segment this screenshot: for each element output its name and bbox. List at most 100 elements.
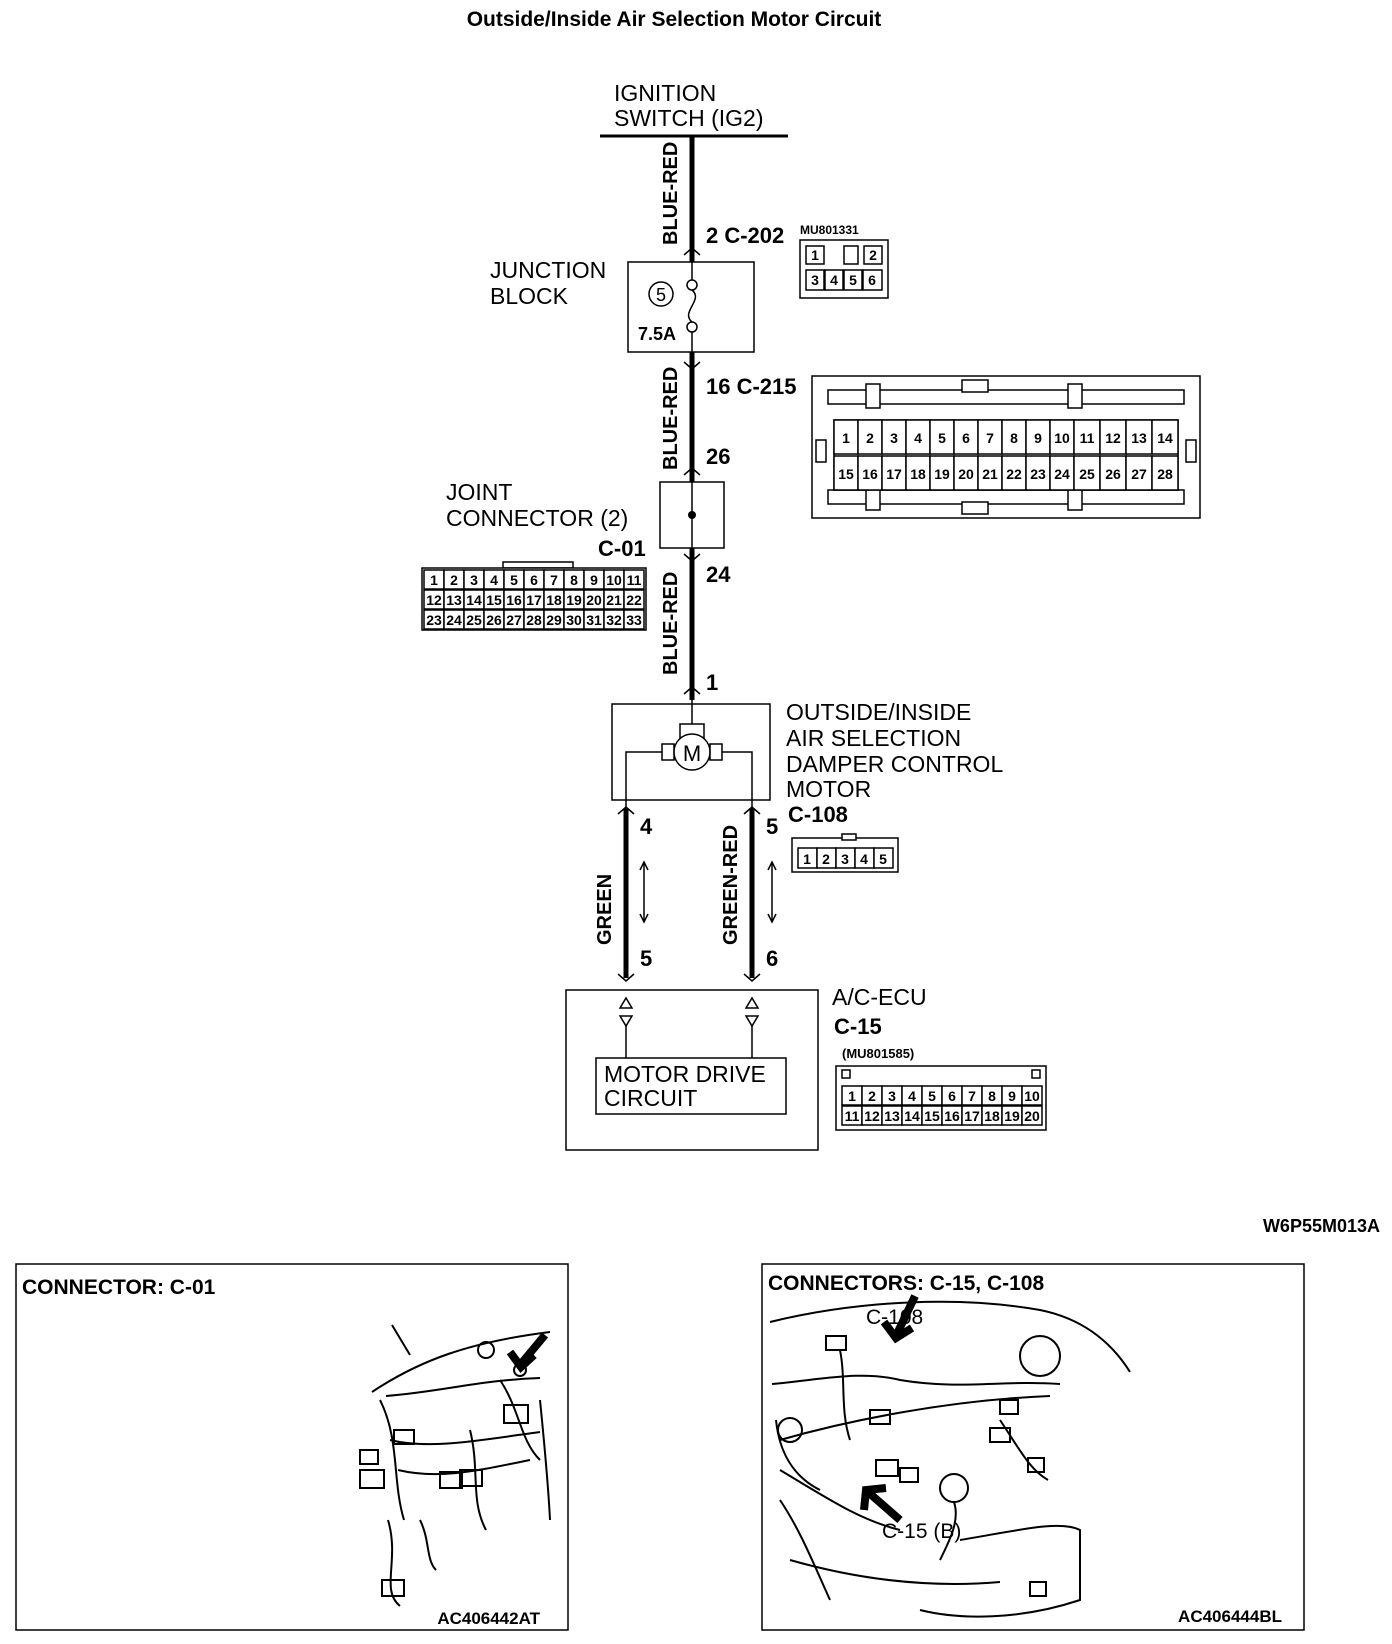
right-panel bbox=[761, 1263, 1305, 1631]
signal-arrow-left bbox=[618, 996, 634, 1058]
c202-part-number: MU801331 bbox=[800, 223, 859, 237]
c202-pin: 2 bbox=[869, 247, 877, 263]
c215-pin: 15 bbox=[838, 466, 854, 482]
c215-pin: 5 bbox=[938, 430, 946, 446]
wire-color-green-red: GREEN-RED bbox=[720, 825, 742, 945]
motor-pin-in: 1 bbox=[706, 670, 718, 695]
c215-pin: 7 bbox=[986, 430, 994, 446]
motor-pin-right: 5 bbox=[766, 814, 778, 839]
c01-pin: 4 bbox=[490, 572, 498, 588]
pointer-arrow-c108 bbox=[880, 1294, 919, 1344]
c15-pin: 13 bbox=[884, 1108, 900, 1124]
c215-pin: 22 bbox=[1006, 466, 1022, 482]
c215-pin: 28 bbox=[1157, 466, 1173, 482]
dashboard-wiring-illustration-left bbox=[359, 1324, 551, 1607]
c01-pin: 31 bbox=[586, 612, 602, 628]
c15-pin: 1 bbox=[848, 1088, 856, 1104]
c01-pin: 28 bbox=[526, 612, 542, 628]
c202-pin: 6 bbox=[868, 272, 876, 288]
wire-color-middle: BLUE-RED bbox=[660, 367, 682, 470]
c15-pin: 17 bbox=[964, 1108, 980, 1124]
c215-pin: 21 bbox=[982, 466, 998, 482]
c215-top-row bbox=[833, 419, 1179, 455]
c01-pin: 5 bbox=[510, 572, 518, 588]
c108-pin: 5 bbox=[879, 851, 887, 867]
c108-pin: 2 bbox=[822, 851, 830, 867]
c01-pin: 16 bbox=[506, 592, 522, 608]
c01-pin: 9 bbox=[590, 572, 598, 588]
c202-pin: 3 bbox=[811, 272, 819, 288]
c215-pin: 24 bbox=[1054, 466, 1070, 482]
c15-pin: 5 bbox=[928, 1088, 936, 1104]
wire-color-lower: BLUE-RED bbox=[660, 572, 682, 675]
c215-pin: 12 bbox=[1105, 430, 1121, 446]
c215-pin: 2 bbox=[866, 430, 874, 446]
c15-pin: 7 bbox=[968, 1088, 976, 1104]
joint-connector-label-1: JOINT bbox=[446, 479, 512, 505]
pointer-arrow-c01 bbox=[506, 1332, 549, 1373]
fuse-number: 5 bbox=[656, 285, 666, 305]
c108-label: C-108 bbox=[788, 802, 848, 827]
motor-pin-left: 4 bbox=[640, 814, 653, 839]
motor-drive-label-1: MOTOR DRIVE bbox=[604, 1061, 766, 1087]
c215-pin: 27 bbox=[1131, 466, 1147, 482]
callout-c108: C-108 bbox=[866, 1306, 923, 1329]
c202-pin: 5 bbox=[849, 272, 857, 288]
c215-label: 16 C-215 bbox=[706, 374, 797, 399]
c15-pin: 9 bbox=[1008, 1088, 1016, 1104]
right-panel-code: AC406444BL bbox=[1178, 1607, 1282, 1626]
c215-pin: 19 bbox=[934, 466, 950, 482]
c15-label: C-15 bbox=[834, 1014, 882, 1039]
c215-pin: 8 bbox=[1010, 430, 1018, 446]
c215-pin: 20 bbox=[958, 466, 974, 482]
pointer-arrow-c15 bbox=[860, 1484, 903, 1524]
wire-color-upper: BLUE-RED bbox=[660, 142, 682, 245]
c15-pin: 6 bbox=[948, 1088, 956, 1104]
c01-pin: 30 bbox=[566, 612, 582, 628]
ignition-label-1: IGNITION bbox=[614, 80, 716, 106]
c15-part-number: (MU801585) bbox=[842, 1046, 914, 1061]
c15-pin: 4 bbox=[908, 1088, 916, 1104]
left-panel-title: CONNECTOR: C-01 bbox=[22, 1276, 216, 1299]
signal-arrow-right bbox=[744, 996, 760, 1058]
fuse-icon bbox=[686, 262, 698, 352]
motor-drive-circuit-box bbox=[595, 1057, 787, 1115]
connector-mark-c202 bbox=[683, 247, 701, 256]
c01-pin-cell bbox=[623, 589, 645, 610]
c215-pin: 23 bbox=[1030, 466, 1046, 482]
c215-bottom-row bbox=[833, 455, 1179, 491]
connector-mark-motor-in bbox=[683, 686, 701, 695]
joint-connector-label-2: CONNECTOR (2) bbox=[446, 505, 628, 531]
c15-pin: 8 bbox=[988, 1088, 996, 1104]
c215-pin: 1 bbox=[842, 430, 850, 446]
wire-color-green: GREEN bbox=[594, 874, 616, 945]
junction-block-label-2: BLOCK bbox=[490, 283, 569, 309]
c215-pin: 10 bbox=[1054, 430, 1070, 446]
c215-pin: 17 bbox=[886, 466, 902, 482]
c01-pin: 14 bbox=[466, 592, 482, 608]
c202-label: 2 C-202 bbox=[706, 223, 784, 248]
c01-pin: 18 bbox=[546, 592, 562, 608]
c215-pin: 6 bbox=[962, 430, 970, 446]
bidirectional-arrow-right bbox=[767, 860, 777, 924]
c215-pin: 26 bbox=[1105, 466, 1121, 482]
right-panel-title: CONNECTORS: C-15, C-108 bbox=[768, 1272, 1044, 1295]
c01-pin: 10 bbox=[606, 572, 622, 588]
c215-pin: 11 bbox=[1080, 430, 1095, 446]
c108-pin: 4 bbox=[860, 851, 868, 867]
c15-pin-cell bbox=[1021, 1085, 1043, 1106]
dashboard-wiring-illustration-right bbox=[769, 1300, 1131, 1618]
ignition-label-2: SWITCH (IG2) bbox=[614, 105, 764, 131]
c215-pin: 4 bbox=[914, 430, 922, 446]
left-panel-code: AC406442AT bbox=[437, 1609, 540, 1628]
c01-pin: 24 bbox=[446, 612, 462, 628]
motor-label-3: DAMPER CONTROL bbox=[786, 751, 1003, 777]
c202-pin: 4 bbox=[830, 272, 838, 288]
connector-mark-motor-right bbox=[743, 806, 761, 815]
c01-pin: 2 bbox=[450, 572, 458, 588]
c01-pin: 13 bbox=[446, 592, 462, 608]
jc-pin-out: 24 bbox=[706, 562, 731, 587]
c01-pin: 12 bbox=[426, 592, 442, 608]
